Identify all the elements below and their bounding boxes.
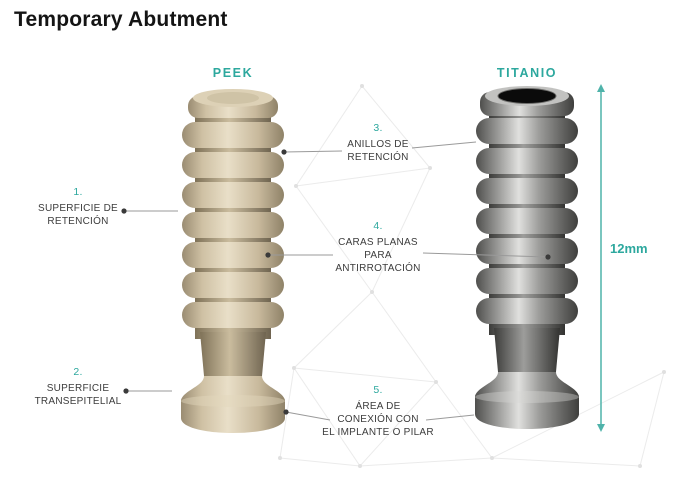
page-title: Temporary Abutment xyxy=(14,8,228,31)
callout-text: SUPERFICIE DE RETENCIÓN xyxy=(38,202,118,227)
material-label-titanio: TITANIO xyxy=(496,66,558,80)
dimension-arrow xyxy=(597,84,605,432)
callout-retention-surface: 1. SUPERFICIE DE RETENCIÓN xyxy=(20,186,136,228)
dimension-label: 12mm xyxy=(610,241,648,256)
material-label-peek: PEEK xyxy=(212,66,254,80)
callout-antirotation-flats: 4. CARAS PLANAS PARA ANTIRROTACIÓN xyxy=(308,220,448,275)
callout-transepithelial-surface: 2. SUPERFICIE TRANSEPITELIAL xyxy=(20,366,136,408)
peek-abutment-render xyxy=(181,89,285,433)
callout-text: ANILLOS DE RETENCIÓN xyxy=(347,138,409,163)
callout-number: 2. xyxy=(73,366,83,378)
titanium-abutment-render xyxy=(475,86,579,429)
callout-retention-rings: 3. ANILLOS DE RETENCIÓN xyxy=(318,122,438,164)
callout-text: SUPERFICIE TRANSEPITELIAL xyxy=(34,382,122,407)
callout-text: ÁREA DE CONEXIÓN CON EL IMPLANTE O PILAR xyxy=(322,400,434,438)
callout-number: 3. xyxy=(373,122,383,134)
callout-text: CARAS PLANAS PARA ANTIRROTACIÓN xyxy=(335,236,421,274)
callout-number: 5. xyxy=(373,384,383,396)
callout-number: 1. xyxy=(73,186,83,198)
callout-connection-area: 5. ÁREA DE CONEXIÓN CON EL IMPLANTE O PI… xyxy=(300,384,456,439)
callout-number: 4. xyxy=(373,220,383,232)
